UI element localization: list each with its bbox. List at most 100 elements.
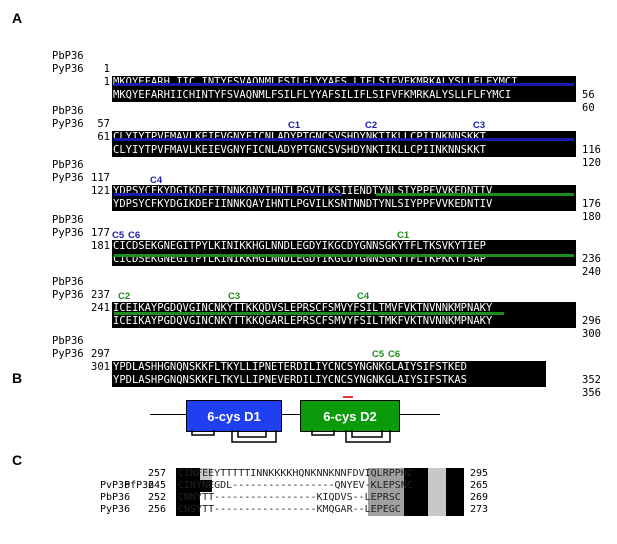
cys-label: C2 <box>365 120 378 131</box>
alignment-row: PyP36 301 YPDLASHPGNQNSKKFLTKYLLIPNEVERD… <box>0 335 617 399</box>
start-number: 1 <box>103 76 110 88</box>
end-number: 116 <box>582 144 601 156</box>
domain-bar-d1 <box>114 193 342 196</box>
species-name: PbP36 <box>52 159 84 171</box>
start-number: 181 <box>91 240 110 252</box>
alignment-row: PbP36 177 CICDSEKGNEGITPYLKINIKKHGLNNDLE… <box>0 201 617 265</box>
start-number: 256 <box>148 504 167 515</box>
alignment-row: PbP36 1 MKQYEFARH IIC INTYFSVAQNMLFSILFL… <box>0 37 617 101</box>
species-name: PbP36 <box>52 214 84 226</box>
start-number: 241 <box>91 302 110 314</box>
cys-label: C6 <box>128 230 141 241</box>
sequence: CLYIYTPVFMAVLKEIEVGNYFICNLADYPTGNCSVSHDY… <box>112 144 576 157</box>
alignment-row: PyP36 241 ICEIKAYPGDQVGINCNKYTTKKQGARLEP… <box>0 276 617 340</box>
panel-label-b: B <box>12 370 23 386</box>
start-number: 117 <box>91 172 110 184</box>
alignment-row: PyP36 181 CICDSEKGNEGITPYLKINIKKHGLNNDLE… <box>0 214 617 278</box>
end-number: 56 <box>582 89 595 101</box>
start-number: 245 <box>148 480 167 491</box>
end-number: 176 <box>582 198 601 210</box>
sequence: YPDLASHPGNQNSKKFLTKYLLIPNEVERDILIYCNCSYN… <box>112 374 546 387</box>
start-number: 121 <box>91 185 110 197</box>
domain-bar-d1 <box>114 83 574 86</box>
species-name: PbP36 <box>52 335 84 347</box>
alignment-row: PbP36 237 ICEIKAYPGDQVGINCNKYTTKKQDVSLEP… <box>0 263 617 327</box>
panel-c-shading <box>176 468 464 516</box>
end-number: 236 <box>582 253 601 265</box>
cys-label: C1 <box>288 120 301 131</box>
cys-label: C4 <box>150 175 163 186</box>
start-number: 257 <box>148 468 167 479</box>
end-number: 356 <box>582 387 601 399</box>
alignment-row: PyP36 1 MKQYEFARHIICHINTYFSVAQNMLFSILFLY… <box>0 50 617 114</box>
species-name: PyP36 <box>52 227 84 239</box>
end-number: 180 <box>582 211 601 223</box>
species-name: PyP36 <box>52 118 84 130</box>
start-number: 297 <box>91 348 110 360</box>
cys-label: C2 <box>118 291 131 302</box>
sequence: CNNYTT-----------------KIQDVS--LEPRSC <box>178 492 401 503</box>
start-number: 1 <box>103 63 110 75</box>
alignment-row: PyP36 61 CLYIYTPVFMAVLKEIEVGNYFICNLADYPT… <box>0 105 617 169</box>
species-name: PyP36 <box>52 348 84 360</box>
start-number: 252 <box>148 492 167 503</box>
species-name: PyP36 <box>52 172 84 184</box>
start-number: 57 <box>97 118 110 130</box>
sequence: CNSYTT-----------------KMQGAR--LEPEGC <box>178 504 401 515</box>
sequence: YPDLASHHGNQNSKKFLTKYLLIPNETERDILIYCNCSYN… <box>112 361 546 374</box>
cys-label: C1 <box>397 230 410 241</box>
domain-bar-d2 <box>376 193 574 196</box>
cys-label: C3 <box>228 291 241 302</box>
end-number: 352 <box>582 374 601 386</box>
panel-label-c: C <box>12 452 23 468</box>
cys-label: C5 <box>112 230 125 241</box>
cys-label: C4 <box>357 291 370 302</box>
species-name: PbP36 <box>52 276 84 288</box>
domain-d1-box: 6-cys D1 <box>186 400 282 432</box>
sequence: CICDSEKGNEGITPYLKINIKKHGLNNDLEGDYIKGCDYG… <box>112 240 576 253</box>
sequence: YDPSYCFKYDGIKDEFIINNKQAYIHNTLPGVILKSNTNN… <box>112 198 576 211</box>
sequence: YDPSYCFKYDGIKDEFIINNKQNYIHNTLPGVILKSIIEN… <box>112 185 576 198</box>
start-number: 61 <box>97 131 110 143</box>
alignment-row: PbP36 117 YDPSYCFKYDGIKDEFIINNKQNYIHNTLP… <box>0 146 617 210</box>
end-number: 120 <box>582 157 601 169</box>
alignment-row: PbP36 57 CLYIYTPVFMAVLKEIEVGNYFICNLADYPT… <box>0 92 617 156</box>
alignment-row: PyP36 121 YDPSYCFKYDGIKDEFIINNKQAYIHNTLP… <box>0 159 617 223</box>
start-number: 301 <box>91 361 110 373</box>
end-number: 296 <box>582 315 601 327</box>
species-name: PvP36 <box>100 480 131 491</box>
domain-d2-box: 6-cys D2 <box>300 400 400 432</box>
end-number: 300 <box>582 328 601 340</box>
species-name: PfP36 <box>124 480 155 491</box>
cys-label: C5 <box>372 349 385 360</box>
panel-label-a: A <box>12 10 23 26</box>
end-number: 273 <box>470 504 489 515</box>
alignment-row: PbP36 297 YPDLASHHGNQNSKKFLTKYLLIPNETERD… <box>0 322 617 386</box>
species-name: PbP36 <box>100 492 131 503</box>
sequence: MKQYEFARHIICHINTYFSVAQNMLFSILFLYYAFSILIF… <box>112 89 576 102</box>
domain-bar-d2 <box>114 254 574 257</box>
species-name: PyP36 <box>100 504 131 515</box>
variable-region-marker <box>343 396 353 398</box>
sequence: CINFEEYTTTTTINNKKKKHQNKNNKNNFDVIQLRPPHC <box>178 468 413 479</box>
species-name: PbP36 <box>52 50 84 62</box>
disulfide-brackets <box>191 430 391 443</box>
cys-label: C6 <box>388 349 401 360</box>
protein-backbone <box>150 414 440 415</box>
sequence: CINYNEGDL-----------------QNYEV-KLEPSNC <box>178 480 413 491</box>
end-number: 60 <box>582 102 595 114</box>
start-number: 177 <box>91 227 110 239</box>
end-number: 265 <box>470 480 489 491</box>
sequence: ICEIKAYPGDQVGINCNKYTTKKQGARLEPRSCFSMVYFS… <box>112 315 576 328</box>
sequence: ICEIKAYPGDQVGINCNKYTTKKQDVSLEPRSCFSMVYFS… <box>112 302 576 315</box>
domain-bar-d2 <box>114 312 504 315</box>
species-name: PyP36 <box>52 289 84 301</box>
domain-bar-d1 <box>114 138 574 141</box>
alignment-row: PfP36 <box>100 468 154 504</box>
end-number: 269 <box>470 492 489 503</box>
end-number: 240 <box>582 266 601 278</box>
species-name: PbP36 <box>52 105 84 117</box>
end-number: 295 <box>470 468 489 479</box>
start-number: 237 <box>91 289 110 301</box>
cys-label: C3 <box>473 120 486 131</box>
